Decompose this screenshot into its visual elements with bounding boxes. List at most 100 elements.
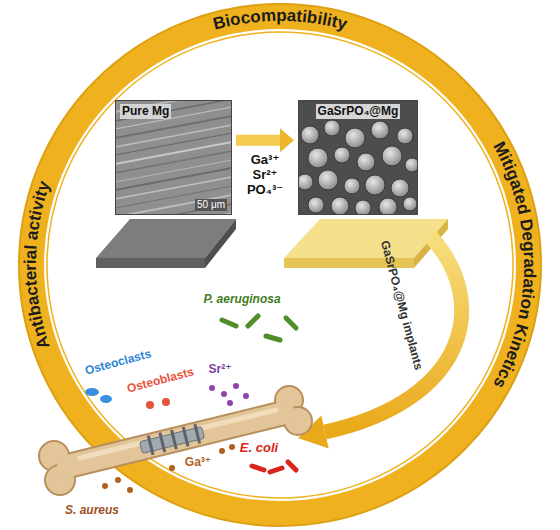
sem-particle [382, 146, 402, 166]
sem-streak [115, 186, 232, 208]
ion-label: Ga³⁺ [185, 455, 211, 469]
screw [183, 427, 188, 446]
sem-streak [115, 151, 232, 173]
sem-particle [301, 126, 319, 144]
bacterium [288, 462, 296, 470]
sem-image-box: GaSrPO₄@Mg [298, 100, 418, 215]
bacteria-label-box: E. coli [240, 440, 278, 456]
sem-streak [115, 177, 232, 199]
cell [146, 401, 154, 409]
bone-shaft [68, 413, 284, 466]
ion-dot [127, 487, 133, 493]
sem-particle [308, 148, 328, 168]
bacterium [266, 336, 280, 340]
ion-dot [229, 444, 235, 450]
screw [195, 424, 200, 443]
ion-dot [169, 465, 175, 471]
e-coli-cells [252, 462, 296, 472]
bacterium [270, 468, 282, 472]
bacterium [252, 466, 264, 470]
ion-dot [227, 400, 233, 406]
implant-arrow [298, 236, 462, 449]
sem-particle [331, 197, 349, 215]
sem-particle [403, 197, 417, 211]
bacteria-label: E. coli [240, 440, 278, 455]
sem-particle [344, 178, 360, 194]
osteoblast-cells [146, 398, 170, 409]
sem-streak [115, 168, 232, 190]
cell [162, 398, 170, 406]
image-title: GaSrPO₄@Mg [316, 104, 401, 119]
screw [172, 430, 177, 449]
sem-streak [115, 213, 232, 215]
sem-particle [318, 170, 338, 190]
ga-ions [102, 444, 235, 493]
sem-particle [334, 147, 350, 163]
osteoclast-cells [85, 388, 112, 403]
bacterium [248, 316, 258, 326]
ring-band-fill [19, 4, 541, 526]
ion-dot [243, 393, 249, 399]
arrow-shaft [236, 135, 280, 146]
sem-streak [115, 195, 232, 215]
ring-inner-line [47, 32, 513, 498]
screw [160, 433, 165, 452]
image-title: Pure Mg [120, 104, 171, 119]
sem-particle [345, 128, 365, 148]
ring-label: Antibacterial activity [21, 178, 54, 351]
sem-texture-coated [298, 100, 418, 215]
sem-streak [115, 204, 232, 215]
sem-streak [115, 142, 232, 164]
sem-streak [115, 116, 232, 138]
ring-text-layer: BiocompatibilityMitigated Degradation Ki… [18, 3, 542, 527]
curved-arrow-body [325, 236, 462, 432]
p-aeruginosa-cells [222, 316, 296, 340]
bacteria-label-box: P. aeruginosa [203, 292, 280, 306]
sem-particle [308, 197, 324, 213]
connector-arrow [236, 128, 294, 152]
sem-particle [379, 198, 397, 215]
ion-dot [102, 483, 108, 489]
coated-slab [284, 219, 448, 268]
bacteria-label-box: S. aureus [65, 503, 119, 517]
sem-particle [371, 121, 389, 139]
sem-particle [298, 174, 313, 190]
sem-streak [115, 107, 232, 129]
edge-label: Ga³⁺ Sr²⁺ PO₄³⁻ [247, 152, 283, 197]
ion-dot [209, 385, 215, 391]
slab-side [205, 219, 236, 268]
ion-dot [233, 383, 239, 389]
scale-label: 50 μm [195, 199, 227, 212]
sem-ground [298, 100, 418, 215]
ring-band: BiocompatibilityMitigated Degradation Ki… [18, 3, 542, 527]
ion-label: Sr²⁺ [208, 362, 231, 376]
ion-dot [115, 477, 121, 483]
sem-particle [365, 175, 385, 195]
sem-texture-pure [115, 100, 232, 215]
ion-dot [221, 391, 227, 397]
sr-ions [209, 383, 249, 406]
bacteria-label: P. aeruginosa [203, 292, 280, 306]
ring-inner [44, 29, 516, 501]
bacterium [222, 320, 236, 326]
sem-particle [355, 200, 371, 215]
ring-label: Mitigated Degradation Kinetics [489, 138, 539, 391]
ion-dot [219, 448, 225, 454]
slab-front [96, 258, 205, 268]
sem-particle [324, 120, 340, 136]
sem-particle [391, 179, 409, 197]
sem-particle [397, 128, 413, 144]
bone [39, 386, 312, 495]
sem-particle [357, 153, 375, 171]
edge-label-box: Ga³⁺ Sr²⁺ PO₄³⁻ [242, 152, 288, 197]
implant-plate [139, 423, 206, 458]
cell [100, 395, 112, 403]
sem-streak [115, 133, 232, 155]
cell [85, 388, 99, 396]
ion-label-box: Ga³⁺ [185, 455, 211, 469]
screw [148, 436, 153, 455]
pure-mg-slab [96, 219, 236, 268]
arrow-head [280, 128, 294, 152]
bone-shaft-outline [68, 413, 284, 466]
